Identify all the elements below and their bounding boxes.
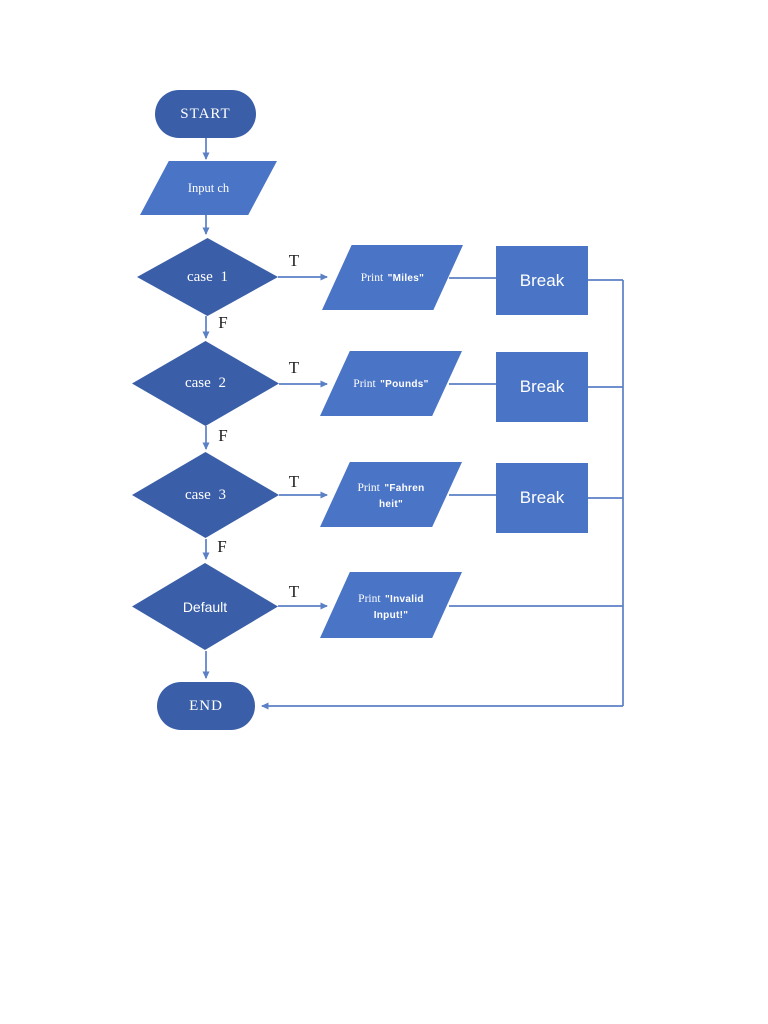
print-quote-line2: Input!": [373, 609, 409, 621]
edge-label-false-case3: F: [217, 537, 227, 556]
print-prefix: Print: [360, 272, 384, 285]
edge-label-false-case2: F: [218, 426, 228, 445]
edge-label-true-case2: T: [288, 358, 300, 377]
terminal-start: START: [155, 90, 256, 138]
print-quote: "Miles": [387, 273, 425, 285]
process-break-3: Break: [496, 463, 588, 533]
edge-label-true-case3: T: [288, 472, 300, 491]
process-break-2: Break: [496, 352, 588, 422]
print-quote-line2: heit": [378, 499, 403, 511]
edge-label-true-default: T: [288, 582, 300, 601]
print-quote: "Invalid: [385, 593, 424, 605]
print-quote: "Fahren: [384, 483, 425, 495]
print-prefix: Print: [357, 482, 380, 495]
edge-label-true-case1: T: [288, 251, 300, 270]
print-quote: "Pounds": [380, 379, 429, 391]
terminal-end: END: [157, 682, 255, 730]
process-break-1: Break: [496, 246, 588, 315]
print-prefix: Print: [353, 378, 376, 391]
print-prefix: Print: [358, 592, 381, 605]
edge-label-false-case1: F: [218, 313, 228, 332]
